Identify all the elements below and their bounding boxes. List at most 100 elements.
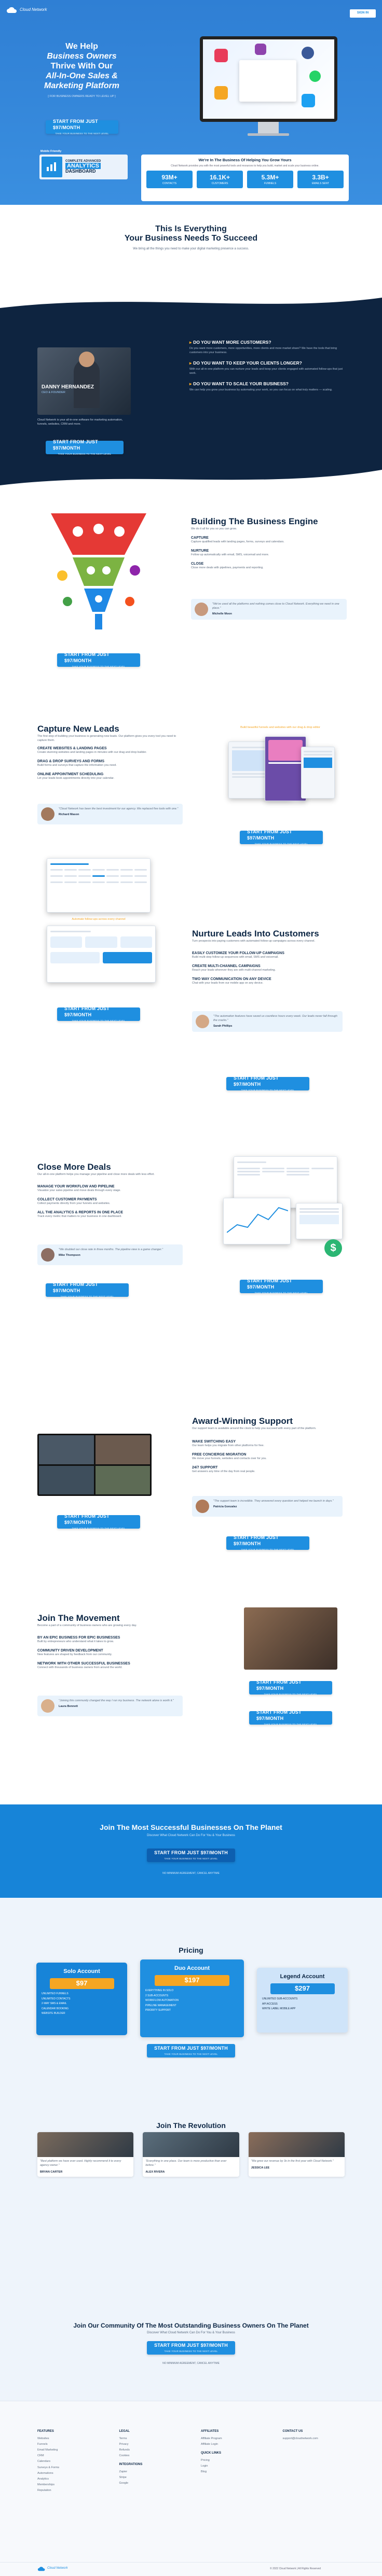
footer-link[interactable]: Pricing <box>201 2458 210 2462</box>
footer-link[interactable]: Blog <box>201 2470 207 2474</box>
support-quote: "The support team is incredible. They an… <box>192 1496 343 1517</box>
nurture-intro: Turn prospects into paying customers wit… <box>192 940 316 943</box>
feature-title: DRAG & DROP SURVEYS AND FORMS <box>37 760 104 764</box>
footer-link[interactable]: Refunds <box>119 2448 130 2452</box>
footer-link[interactable]: Cookies <box>119 2454 130 2458</box>
avatar <box>196 1500 209 1513</box>
plan-feature: PIPELINE MANAGEMENT <box>145 2004 176 2007</box>
footer-link[interactable]: Email Marketing <box>37 2448 58 2452</box>
stats-panel: We're In The Business Of Helping You Gro… <box>141 155 349 201</box>
feature-title: CLOSE <box>191 562 204 566</box>
feature-text: Follow up automatically with email, SMS,… <box>191 553 269 557</box>
support-title: Award-Winning Support <box>192 1416 293 1426</box>
footer-link[interactable]: Automations <box>37 2471 53 2475</box>
feature-title: WAKE SWITCHING EASY <box>192 1440 236 1444</box>
stat-value: 5.3M+ <box>261 174 279 181</box>
video-text: Cloud Network is your all-in-one softwar… <box>37 418 123 426</box>
avatar <box>195 603 208 616</box>
feature-title: TWO WAY COMMUNICATION ON ANY DEVICE <box>192 977 271 982</box>
footer-link[interactable]: Terms <box>119 2437 127 2440</box>
arrow-icon: ▸ <box>189 381 192 386</box>
feature-title: EASILY CUSTOMIZE YOUR FOLLOW-UP CAMPAIGN… <box>192 951 284 955</box>
footer-link[interactable]: support@cloudnetwork.com <box>282 2437 318 2440</box>
feature-text: Built by entrepreneurs who understand wh… <box>37 1640 114 1644</box>
engine-section: Building The Business Engine We do it al… <box>0 490 382 708</box>
footer-link[interactable]: Websites <box>37 2437 49 2440</box>
footer-link[interactable]: Reputation <box>37 2489 51 2493</box>
nurture-quote: "The automation features have saved us c… <box>192 1011 343 1032</box>
band2-sub: Discover What Cloud Network Can Do For Y… <box>147 2331 235 2334</box>
movement-title: Join The Movement <box>37 1613 120 1623</box>
plan-price: $97 <box>49 1978 114 1990</box>
feature-text: Build forms and surveys that capture the… <box>37 764 117 767</box>
video-player[interactable]: DANNY HERNANDEZ CEO & FOUNDER <box>37 347 131 415</box>
footer-col-title: LEGAL <box>119 2430 130 2433</box>
testimonial-name: BRYAN CARTER <box>40 2170 63 2174</box>
stats-title: We're In The Business Of Helping You Gro… <box>198 158 292 162</box>
footer-col-title: QUICK LINKS <box>201 2452 221 2455</box>
feature-text: Connect with thousands of business owner… <box>37 1666 122 1670</box>
capture-title: Capture New Leads <box>37 724 119 734</box>
testimonial-card: "Everything in one place. Our team is mo… <box>143 2132 239 2177</box>
want-title-text: DO YOU WANT TO KEEP YOUR CLIENTS LONGER? <box>193 360 302 366</box>
feature-text: Chat with your leads from our mobile app… <box>192 982 264 985</box>
want-item: ▸DO YOU WANT TO KEEP YOUR CLIENTS LONGER… <box>189 360 345 376</box>
feature-text: Track every metric that matters to your … <box>37 1215 122 1219</box>
footer-link[interactable]: CRM <box>37 2454 44 2458</box>
footer-link[interactable]: Calendars <box>37 2460 51 2463</box>
footer-link[interactable]: Stripe <box>119 2476 127 2480</box>
logo[interactable]: Cloud Network <box>6 6 47 13</box>
signin-button[interactable]: SIGN IN <box>350 9 376 18</box>
footer-link[interactable]: Privacy <box>119 2442 129 2446</box>
footer-link[interactable]: Analytics <box>37 2477 49 2481</box>
plan-feature: 2-WAY SMS & EMAIL <box>42 2002 67 2006</box>
footer-link[interactable]: Affiliate Program <box>201 2437 222 2440</box>
movement-section: Join The Movement Become a part of a com… <box>0 1607 382 1841</box>
footer-logo[interactable]: Cloud Network <box>37 2566 67 2571</box>
footer-link[interactable]: Login <box>201 2465 208 2468</box>
footer-col-title: INTEGRATIONS <box>119 2463 143 2467</box>
want-text: Do you want more customers, more opportu… <box>189 347 337 355</box>
want-title-text: DO YOU WANT TO SCALE YOUR BUSINESS? <box>193 381 289 386</box>
footer-link[interactable]: Affiliate Login <box>201 2442 218 2446</box>
footer-link[interactable]: Zapier <box>119 2470 128 2474</box>
chart-icon <box>47 162 56 171</box>
feature-text: Build multi-step follow-up sequences wit… <box>192 956 279 959</box>
feature-title: NETWORK WITH OTHER SUCCESSFUL BUSINESSES <box>37 1662 130 1666</box>
footer-link[interactable]: Memberships <box>37 2483 55 2486</box>
stat-value: 16.1K+ <box>209 174 230 181</box>
footer-link[interactable]: Google <box>119 2482 129 2485</box>
feature-text: Close more deals with pipelines, payment… <box>191 566 264 570</box>
feature-title: BY AN EPIC BUSINESS FOR EPIC BUSINESSES <box>37 1636 120 1640</box>
hero-tagline: [ FOR BUSINESS OWNERS READY TO LEVEL UP … <box>48 95 116 98</box>
want-title: ▸DO YOU WANT TO KEEP YOUR CLIENTS LONGER… <box>189 360 345 366</box>
band2-note: NO MINIMUM AGREEMENT, CANCEL ANYTIME <box>162 2362 220 2365</box>
everything-sub: We bring all the things you need to make… <box>133 247 249 250</box>
pipeline-mockup: $ <box>223 1156 348 1260</box>
testimonial-photo <box>143 2132 239 2157</box>
avatar <box>41 1699 54 1713</box>
footer-link[interactable]: Funnels <box>37 2442 48 2446</box>
close-section: Close More Deals Our all-in-one platform… <box>0 1146 382 1379</box>
stat-label: CUSTOMERS <box>211 181 228 185</box>
footer-link[interactable]: Surveys & Forms <box>37 2466 60 2469</box>
feature-text: Collect payments directly from your funn… <box>37 1202 111 1206</box>
